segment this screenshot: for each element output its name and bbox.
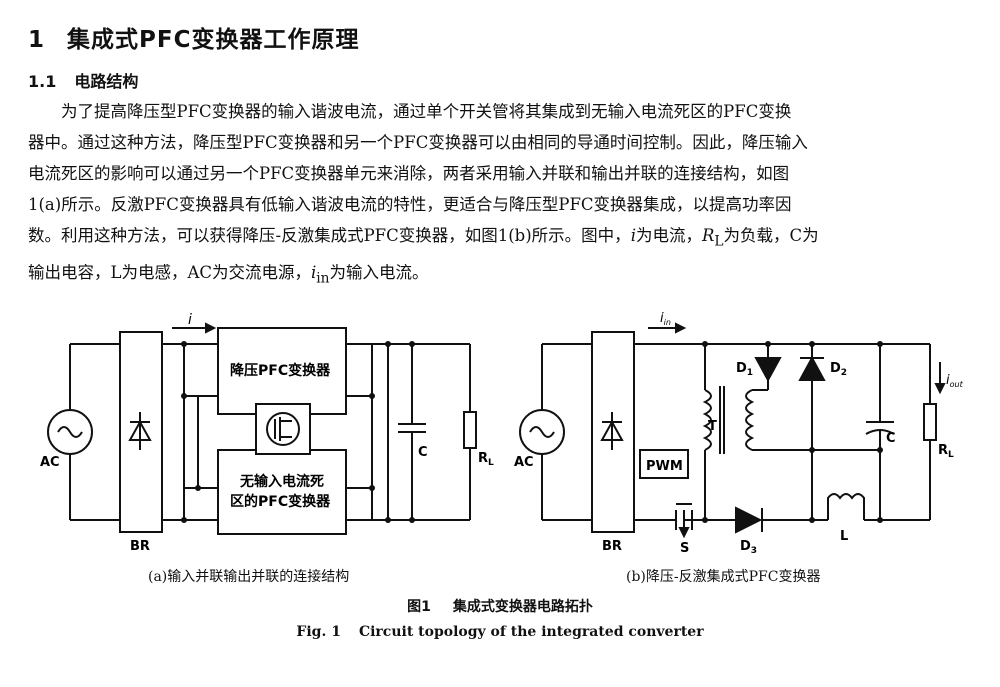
caption-a: (a)输入并联输出并联的连接结构	[148, 569, 350, 585]
figure-number-en: Fig. 1	[296, 624, 341, 640]
section-heading: 1 集成式PFC变换器工作原理	[28, 20, 359, 54]
section-number: 1	[28, 27, 46, 53]
symbol-i: i	[630, 226, 636, 245]
figure-number-cn: 图1	[407, 599, 431, 615]
label-load-a: RL	[478, 451, 494, 468]
transformer-secondary	[745, 389, 755, 451]
load-resistor-b	[923, 403, 937, 441]
label-cap-a: C	[418, 445, 428, 460]
label-cap-b: C	[886, 431, 896, 446]
label-current-out: iout	[946, 373, 964, 389]
paragraph-text: 为负载，C为	[723, 226, 819, 245]
label-current-in: iin	[660, 311, 671, 327]
label-pwm: PWM	[646, 459, 683, 474]
label-inductor: L	[840, 529, 848, 544]
label-ac-a: AC	[40, 455, 60, 470]
label-load-b: RL	[938, 443, 954, 460]
paragraph-line: 为了提高降压型PFC变换器的输入谐波电流，通过单个开关管将其集成到无输入电流死区…	[61, 102, 792, 121]
label-d1: D1	[736, 361, 753, 378]
label-transformer: T	[708, 419, 717, 434]
subsection-heading: 1.1 电路结构	[28, 68, 138, 92]
circuit-b	[519, 322, 946, 539]
label-br-a: BR	[130, 539, 150, 554]
figure-title-en: Fig. 1 Circuit topology of the integrated…	[0, 624, 1000, 640]
mosfet-switch-a	[255, 403, 311, 455]
paragraph-line: 器中。通过这种方法，降压型PFC变换器和另一个PFC变换器可以由相同的导通时间控…	[28, 133, 808, 152]
subsection-number: 1.1	[28, 72, 57, 91]
diode-d2	[798, 355, 826, 381]
figure-text-en: Circuit topology of the integrated conve…	[358, 624, 704, 640]
pwm-block	[639, 449, 689, 479]
paragraph-line: 1(a)所示。反激PFC变换器具有低输入谐波电流的特性，更适合与降压型PFC变换…	[28, 195, 792, 214]
transformer-primary	[702, 389, 712, 451]
bridge-rectifier-b	[591, 331, 635, 533]
paragraph-text: 输出电容，L为电感，AC为交流电源，	[28, 263, 311, 283]
other-pfc-box	[217, 449, 347, 535]
label-switch: S	[680, 541, 689, 556]
label-d3: D3	[740, 539, 757, 556]
circuit-a	[47, 322, 477, 535]
symbol-subscript: in	[316, 270, 330, 287]
diode-d1	[754, 357, 782, 383]
inductor-l	[827, 493, 865, 520]
sine-icon-a	[57, 426, 83, 438]
symbol-subscript: L	[714, 233, 724, 250]
paragraph-text: 为电流，	[635, 226, 702, 245]
label-br-b: BR	[602, 539, 622, 554]
caption-b: (b)降压-反激集成式PFC变换器	[626, 569, 821, 585]
paragraph-line: 电流死区的影响可以通过另一个PFC变换器单元来消除，两者采用输入并联和输出并联的…	[28, 164, 790, 183]
section-title: 集成式PFC变换器工作原理	[67, 27, 360, 53]
body-paragraph: 为了提高降压型PFC变换器的输入谐波电流，通过单个开关管将其集成到无输入电流死区…	[28, 96, 972, 295]
symbol-i: i	[311, 263, 317, 283]
subsection-title: 电路结构	[74, 72, 139, 91]
symbol-R: R	[701, 226, 715, 245]
label-buck-box: 降压PFC变换器	[230, 362, 331, 379]
paragraph-line: 数。利用这种方法，可以获得降压-反激集成式PFC变换器，如图1(b)所示。图中，…	[28, 220, 972, 257]
figure-title-cn: 图1 集成式变换器电路拓扑	[0, 596, 1000, 616]
load-resistor-a	[463, 411, 477, 449]
circuit-figure: i 降压PFC变换器 无输入电流死 区的PFC变换器 AC BR C RL ii…	[40, 311, 964, 556]
paragraph-text: 数。利用这种方法，可以获得降压-反激集成式PFC变换器，如图1(b)所示。图中，	[28, 226, 631, 245]
sine-icon-b	[529, 426, 555, 438]
bridge-rectifier-a	[119, 331, 163, 533]
label-other-box-2: 区的PFC变换器	[230, 493, 331, 510]
label-d2: D2	[830, 361, 847, 378]
label-ac-b: AC	[514, 455, 534, 470]
diode-d3	[735, 506, 763, 534]
label-other-box-1: 无输入电流死	[239, 473, 324, 490]
figure-text-cn: 集成式变换器电路拓扑	[452, 599, 593, 615]
paragraph-text: 为输入电流。	[329, 263, 429, 283]
label-current-a: i	[188, 312, 192, 328]
paragraph-line: 输出电容，L为电感，AC为交流电源，iin为输入电流。	[28, 257, 972, 294]
